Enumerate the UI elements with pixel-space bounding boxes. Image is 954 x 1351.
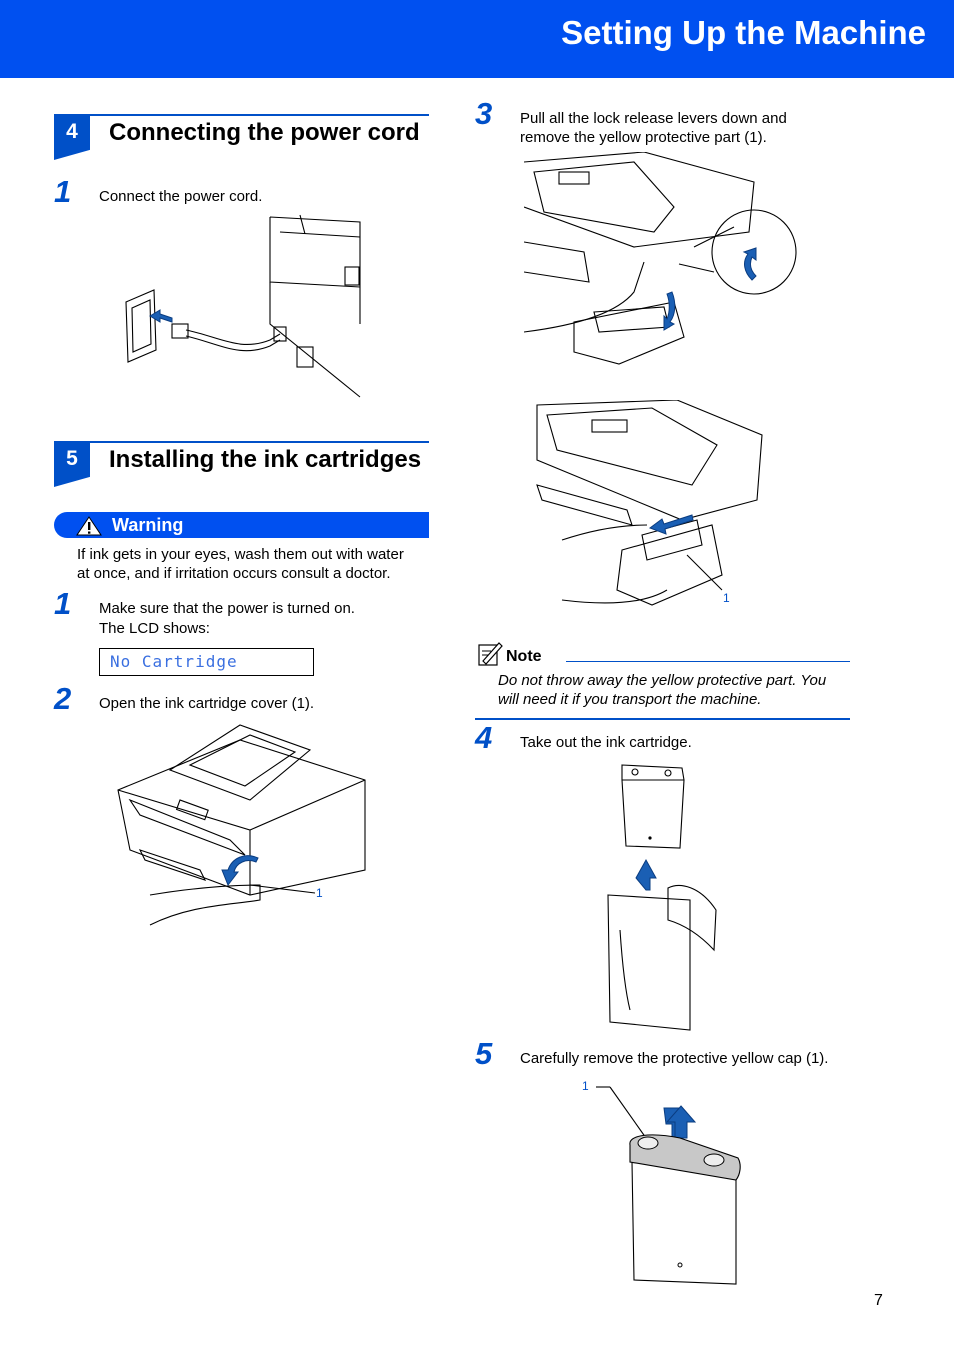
- note-bottom-rule: [475, 718, 850, 720]
- step-text: Take out the ink cartridge.: [520, 734, 692, 751]
- note-icon: [478, 642, 503, 666]
- step-text: remove the yellow protective part (1).: [520, 129, 767, 146]
- lcd-display: [99, 648, 314, 676]
- callout-label: 1: [582, 1079, 589, 1093]
- step-text: Connect the power cord.: [99, 188, 263, 205]
- step-number: 1: [54, 586, 72, 621]
- yellow-cap-illustration: [596, 1086, 741, 1285]
- section-4-rule: [90, 114, 429, 116]
- header-banner: [0, 0, 954, 78]
- page-number: 7: [874, 1292, 883, 1309]
- cartridge-unwrap-illustration: [607, 764, 717, 1031]
- section-5-title: Installing the ink cartridges: [109, 446, 422, 473]
- step-text: Pull all the lock release levers down an…: [520, 110, 787, 127]
- warning-text-line1: If ink gets in your eyes, wash them out …: [77, 546, 404, 563]
- step-number: 3: [475, 96, 493, 131]
- warning-text-line2: at once, and if irritation occurs consul…: [77, 565, 391, 582]
- step-text: Open the ink cartridge cover (1).: [99, 695, 315, 712]
- note-top-rule: [566, 661, 850, 662]
- warning-label: Warning: [112, 515, 184, 535]
- step-text: The LCD shows:: [99, 620, 210, 637]
- printer-cover-illustration: [117, 724, 366, 926]
- callout-label: 1: [723, 591, 730, 605]
- note-text-line1: Do not throw away the yellow protective …: [498, 672, 827, 689]
- note-text-line2: will need it if you transport the machin…: [498, 691, 762, 708]
- section-5-rule: [90, 441, 429, 443]
- step-number: 1: [54, 174, 72, 209]
- callout-label: 1: [316, 886, 323, 900]
- warning-icon: [76, 516, 102, 536]
- step-text: Carefully remove the protective yellow c…: [520, 1050, 829, 1067]
- step-number: 4: [475, 720, 493, 755]
- section-5-number: 5: [54, 441, 90, 487]
- section-4-number: 4: [54, 114, 90, 160]
- step-text: Make sure that the power is turned on.: [99, 600, 355, 617]
- page-title: Setting Up the Machine: [561, 14, 926, 51]
- lock-lever-illustration: [524, 152, 797, 365]
- section-4-title: Connecting the power cord: [109, 119, 420, 146]
- note-label: Note: [506, 648, 542, 665]
- step-number: 5: [475, 1036, 493, 1071]
- lcd-message: No Cartridge: [110, 652, 238, 671]
- protective-part-illustration: [536, 400, 763, 606]
- step-number: 2: [54, 681, 72, 716]
- warning-bar: [54, 512, 429, 538]
- power-cord-illustration: [125, 214, 361, 398]
